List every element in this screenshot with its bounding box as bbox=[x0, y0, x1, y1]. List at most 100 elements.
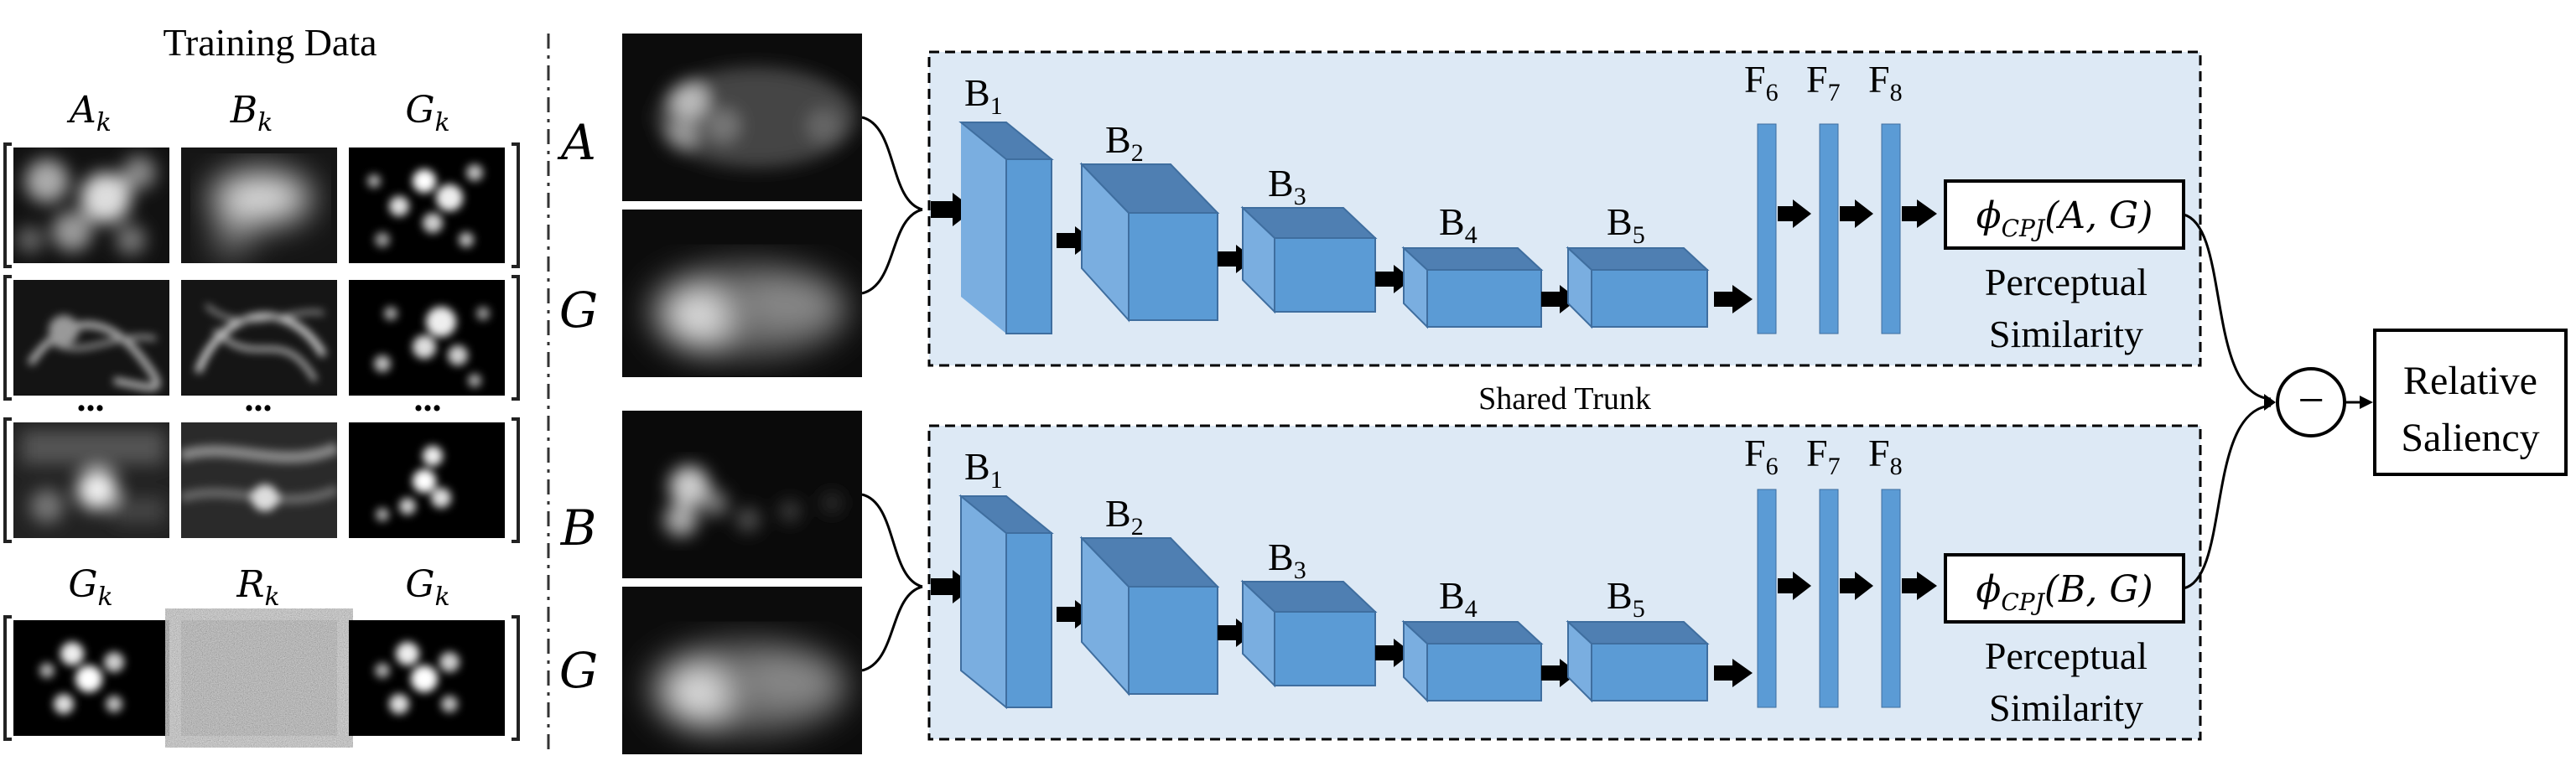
thumb-a-row2 bbox=[13, 280, 169, 396]
block-b3-bottom bbox=[1240, 579, 1378, 688]
block-b4-top bbox=[1401, 246, 1544, 329]
training-data-panel: Training Data Ak Bk Gk bbox=[3, 21, 520, 741]
input-label-b: B bbox=[560, 500, 597, 557]
label-f7-top: F7 bbox=[1806, 58, 1841, 106]
thumb-a-row3 bbox=[13, 422, 169, 538]
arrowhead-into-minus bbox=[2264, 394, 2276, 411]
input-label-g-top: G bbox=[559, 282, 598, 339]
arrow-f6-f7-bottom bbox=[1778, 572, 1811, 600]
label-b4-bottom: B4 bbox=[1439, 574, 1478, 623]
svg-text:B: B bbox=[560, 500, 597, 557]
input-image-a bbox=[622, 34, 862, 201]
input-label-a: A bbox=[557, 114, 596, 171]
connector-top-to-minus bbox=[2183, 213, 2272, 401]
bracket-left-row1 bbox=[3, 142, 12, 268]
block-b2-top bbox=[1079, 162, 1220, 323]
label-b1-bottom: B1 bbox=[964, 445, 1003, 494]
label-b4-top: B4 bbox=[1439, 200, 1478, 249]
training-col-header-g: Gk bbox=[405, 89, 449, 137]
input-image-b bbox=[622, 411, 862, 578]
label-f8-top: F8 bbox=[1868, 58, 1903, 106]
ellipsis-col-b: ... bbox=[245, 378, 273, 419]
fc-bar-f6-bottom bbox=[1757, 489, 1777, 708]
fc-bar-f8-top bbox=[1881, 123, 1901, 334]
relative-saliency-line2: Saliency bbox=[2401, 416, 2539, 460]
network-trunk-top: B1 B2 B3 B4 B5 F6 F7 F8 ϕCPJ(A, G) Perce… bbox=[927, 50, 2202, 367]
arrow-f7-f8-top bbox=[1840, 199, 1873, 228]
training-col-header-b: Bk bbox=[230, 89, 273, 137]
thumb-b-row3 bbox=[181, 422, 337, 538]
shared-trunk-label: Shared Trunk bbox=[1478, 381, 1651, 417]
thumb-g-row4-right bbox=[349, 620, 505, 736]
input-image-g-bottom bbox=[622, 587, 862, 754]
block-b1-top bbox=[958, 122, 1054, 334]
label-b3-bottom: B3 bbox=[1268, 536, 1306, 584]
label-b5-bottom: B5 bbox=[1607, 574, 1645, 623]
label-f8-bottom: F8 bbox=[1868, 432, 1903, 480]
label-b3-top: B3 bbox=[1268, 162, 1306, 210]
training-col-header-g-bottom-2: Gk bbox=[405, 563, 449, 612]
bracket-right-row1 bbox=[512, 142, 520, 268]
fc-bar-f8-bottom bbox=[1881, 489, 1901, 708]
svg-text:Rk: Rk bbox=[236, 563, 279, 612]
label-f6-bottom: F6 bbox=[1744, 432, 1779, 480]
connector-b-bottom bbox=[861, 493, 923, 588]
svg-text:Ak: Ak bbox=[66, 89, 112, 137]
arrow-f8-out-top bbox=[1902, 199, 1937, 228]
bracket-left-row2 bbox=[3, 275, 12, 401]
output-formula-bottom: ϕCPJ(B, G) bbox=[1976, 568, 2153, 616]
arrow-f8-out-bottom bbox=[1902, 572, 1937, 600]
training-col-header-r-bottom: Rk bbox=[236, 563, 279, 612]
ellipsis-col-a: ... bbox=[77, 378, 105, 419]
arrow-b5-f6-bottom bbox=[1714, 659, 1753, 687]
bracket-left-row3 bbox=[3, 417, 12, 543]
bracket-right-row3 bbox=[512, 417, 520, 543]
label-f7-bottom: F7 bbox=[1806, 432, 1841, 480]
block-b2-bottom bbox=[1079, 536, 1220, 696]
fc-bar-f7-bottom bbox=[1819, 489, 1839, 708]
block-b5-top bbox=[1566, 246, 1710, 329]
block-b1-bottom bbox=[958, 494, 1054, 710]
relative-saliency-box bbox=[2373, 329, 2568, 476]
input-image-g-top bbox=[622, 210, 862, 377]
arrow-f6-f7-top bbox=[1778, 199, 1811, 228]
label-b5-top: B5 bbox=[1607, 200, 1645, 249]
label-b2-bottom: B2 bbox=[1105, 492, 1144, 541]
block-b4-bottom bbox=[1401, 619, 1544, 703]
arrow-b5-f6-top bbox=[1714, 285, 1753, 313]
thumb-r-row4 bbox=[181, 620, 337, 736]
connector-g-top bbox=[861, 208, 923, 295]
block-b5-bottom bbox=[1566, 619, 1710, 703]
thumb-b-row2 bbox=[181, 280, 337, 396]
caption-perceptual-top: Perceptual bbox=[1985, 261, 2148, 303]
thumb-a-row1 bbox=[13, 148, 169, 263]
fc-bar-f7-top bbox=[1819, 123, 1839, 334]
thumb-b-row1 bbox=[181, 148, 337, 263]
fc-bar-f6-top bbox=[1757, 123, 1777, 334]
bracket-right-row2 bbox=[512, 275, 520, 401]
minus-operator: − bbox=[2298, 375, 2324, 427]
ellipsis-col-g: ... bbox=[414, 378, 442, 419]
bracket-right-row4 bbox=[512, 615, 520, 741]
caption-similarity-bottom: Similarity bbox=[1989, 686, 2143, 729]
svg-text:Gk: Gk bbox=[405, 563, 449, 612]
label-b1-top: B1 bbox=[964, 71, 1003, 120]
block-b3-top bbox=[1240, 205, 1378, 314]
training-col-header-g-bottom-1: Gk bbox=[68, 563, 112, 612]
svg-text:A: A bbox=[557, 114, 596, 171]
arrowhead-to-result bbox=[2360, 396, 2373, 409]
caption-similarity-top: Similarity bbox=[1989, 313, 2143, 355]
output-formula-top: ϕCPJ(A, G) bbox=[1976, 194, 2153, 242]
svg-text:Bk: Bk bbox=[230, 89, 273, 137]
input-label-g-bottom: G bbox=[559, 642, 598, 699]
connector-a-top bbox=[861, 116, 923, 211]
thumb-g-row3 bbox=[349, 422, 505, 538]
training-data-title: Training Data bbox=[163, 21, 377, 64]
thumb-g-row1 bbox=[349, 148, 505, 263]
training-col-header-a: Ak bbox=[66, 89, 112, 137]
caption-perceptual-bottom: Perceptual bbox=[1985, 634, 2148, 677]
connector-bottom-to-minus bbox=[2183, 404, 2272, 590]
svg-text:G: G bbox=[559, 642, 598, 699]
thumb-g-row4-left bbox=[13, 620, 169, 736]
